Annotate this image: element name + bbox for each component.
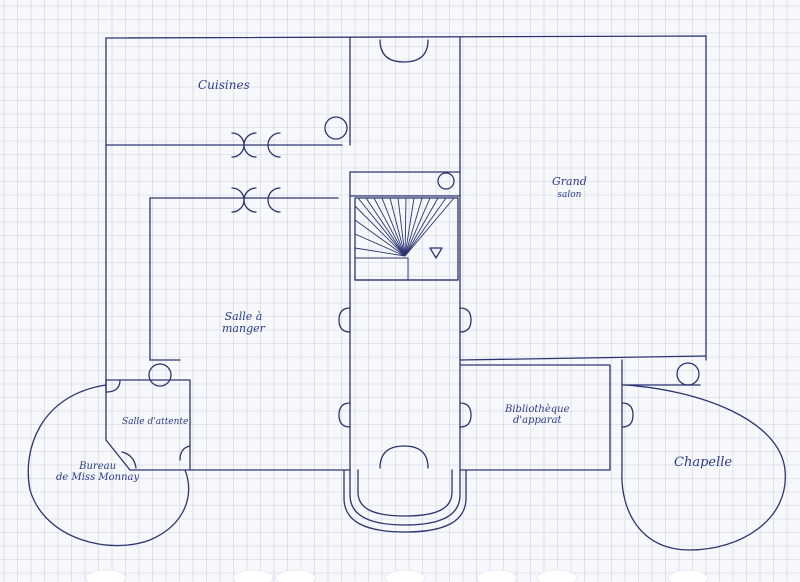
outer-walls xyxy=(105,35,707,391)
room-label-line: Salle à xyxy=(224,310,263,323)
door-swing xyxy=(148,363,172,387)
room-label-line: Bibliothèque xyxy=(505,404,570,415)
stair-tread xyxy=(357,197,406,257)
door-swing xyxy=(437,172,455,190)
room-label-line: salon xyxy=(557,189,582,200)
door-swing xyxy=(105,379,121,393)
room-label-cuisines: Cuisines xyxy=(198,78,250,92)
room-label-salle-d-attente: Salle d'attente xyxy=(122,417,189,427)
door-swing xyxy=(676,362,700,386)
door-swing xyxy=(179,445,191,461)
door-swing xyxy=(231,132,245,158)
binder-hole xyxy=(536,569,578,582)
stair-tread xyxy=(404,197,455,257)
binder-hole xyxy=(667,569,709,582)
door-swing xyxy=(338,402,351,428)
stair-tread xyxy=(404,197,439,257)
binder-hole xyxy=(476,569,518,582)
door-swing xyxy=(379,445,405,469)
door-swing xyxy=(621,402,634,428)
room-label-grand-salon: Grand salon xyxy=(552,176,587,200)
stair-tread xyxy=(373,197,406,257)
stair-tread xyxy=(404,197,423,257)
stair-tread xyxy=(404,197,415,257)
binder-holes xyxy=(85,569,709,582)
door-swing xyxy=(231,187,245,213)
staircase xyxy=(354,197,459,281)
room-label-line: de Miss Monnay xyxy=(56,471,140,483)
binder-hole xyxy=(232,569,274,582)
door-swing xyxy=(459,402,472,428)
stair-tread xyxy=(404,197,431,257)
stair-tread xyxy=(404,197,447,257)
room-label-line: manger xyxy=(222,321,265,335)
door-swing xyxy=(459,307,472,333)
binder-hole xyxy=(275,569,317,582)
door-swing xyxy=(379,39,405,63)
stair-tread xyxy=(365,197,406,257)
doors xyxy=(105,39,700,469)
binder-hole xyxy=(384,569,426,582)
door-swing xyxy=(267,187,281,213)
stair-tread xyxy=(354,233,406,257)
east-wing-walls xyxy=(459,355,707,471)
binder-hole xyxy=(85,569,127,582)
room-label-salle-a-manger: Salle à manger xyxy=(222,311,265,334)
door-swing xyxy=(121,451,137,469)
stair-tread xyxy=(404,197,407,257)
stair-tread xyxy=(397,197,406,257)
door-swing xyxy=(324,116,348,140)
entrance-porch xyxy=(343,469,467,533)
stair-tread xyxy=(354,219,406,257)
room-label-line: Bureau xyxy=(79,461,117,472)
door-swing xyxy=(403,445,429,469)
room-label-line: d'apparat xyxy=(512,414,562,426)
stair-tread xyxy=(381,197,406,257)
door-swing xyxy=(267,132,281,158)
door-swing xyxy=(338,307,351,333)
room-label-chapelle: Chapelle xyxy=(674,455,733,470)
room-label-bibliotheque: Bibliothèque d'apparat xyxy=(505,404,570,426)
west-wing-walls xyxy=(105,379,611,471)
stair-tread xyxy=(354,247,406,257)
door-swing xyxy=(403,39,429,63)
towers xyxy=(27,384,786,551)
room-label-line: Grand xyxy=(552,175,587,188)
room-label-bureau: Bureau de Miss Monnay xyxy=(56,461,140,483)
stair-tread xyxy=(389,197,406,257)
central-hall-walls xyxy=(349,37,461,471)
stair-tread xyxy=(354,205,406,257)
